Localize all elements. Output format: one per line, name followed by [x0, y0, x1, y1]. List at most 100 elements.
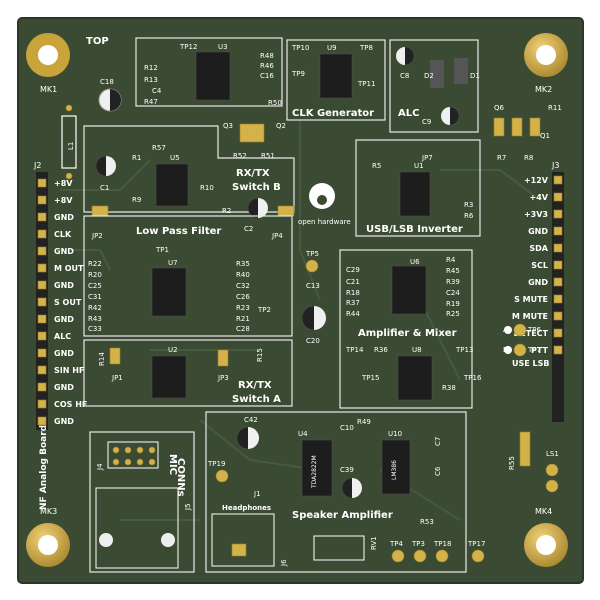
svg-text:R12: R12: [144, 64, 158, 72]
ref-j2: J2: [33, 161, 41, 170]
svg-text:C2: C2: [244, 225, 253, 233]
svg-text:R20: R20: [88, 271, 102, 279]
ref-mk2: MK2: [535, 85, 552, 94]
ic-u6: U6 C29 C21 R18 R37 R44 R4 R45 R39 C24 R1…: [346, 256, 460, 339]
ic-u5: R57 U5 R1 C1 R9 R10 R2 C2 RX/TX Switch B: [96, 144, 281, 233]
svg-text:U3: U3: [218, 43, 228, 51]
svg-text:R55: R55: [508, 456, 516, 470]
j2-pin-pad: [37, 297, 47, 307]
svg-text:Q1: Q1: [540, 132, 550, 140]
j2-pin-pad: [37, 331, 47, 341]
svg-text:TP9: TP9: [291, 70, 305, 78]
j3-pin-pad: [553, 209, 563, 219]
svg-text:R39: R39: [446, 278, 460, 286]
svg-text:R53: R53: [420, 518, 434, 526]
block-label-rxtx-a-1: RX/TX: [238, 380, 272, 391]
svg-text:R42: R42: [88, 304, 102, 312]
clk-block-outline: [286, 39, 386, 121]
svg-text:R45: R45: [446, 267, 460, 275]
j2-pin-pad: [37, 263, 47, 273]
j3-pin-pad: [553, 311, 563, 321]
svg-text:R5: R5: [372, 162, 381, 170]
j2-pin-pad: [37, 212, 47, 222]
svg-text:TP15: TP15: [361, 374, 379, 382]
oshw-logo: open hardware: [298, 183, 351, 226]
svg-text:C10: C10: [340, 424, 354, 432]
bottom-testpoints: TP4 TP3 TP18 TP17: [389, 540, 485, 563]
j2-pin-pad: [37, 382, 47, 392]
svg-text:L1: L1: [67, 142, 75, 150]
connector-j5: J5: [95, 487, 192, 569]
svg-text:JP7: JP7: [421, 154, 433, 162]
mounting-hole-mk2: MK2: [524, 33, 568, 94]
alc-block-outline: [389, 39, 479, 133]
j2-pin-label: GND: [54, 417, 74, 426]
j2-pin-label: +8V: [54, 179, 73, 188]
svg-text:C20: C20: [306, 337, 320, 345]
svg-text:R15: R15: [256, 348, 264, 362]
center-caps: TP5 C13 C20: [302, 250, 326, 345]
j2-pin-label: SIN HF: [54, 366, 84, 375]
svg-text:R23: R23: [236, 304, 250, 312]
svg-text:R25: R25: [446, 310, 460, 318]
j3-pin-pad: [553, 243, 563, 253]
svg-text:R8: R8: [524, 154, 533, 162]
ref-mk4: MK4: [535, 507, 552, 516]
svg-text:R9: R9: [132, 196, 141, 204]
j2-pin-pad: [37, 178, 47, 188]
svg-text:C31: C31: [88, 293, 102, 301]
svg-text:TP1: TP1: [155, 246, 169, 254]
svg-text:C42: C42: [244, 416, 258, 424]
svg-text:C8: C8: [400, 72, 409, 80]
svg-text:TP11: TP11: [357, 80, 375, 88]
speaker-output: R55 LS1: [508, 431, 559, 493]
mic-block-outline: [89, 431, 195, 573]
svg-text:R36: R36: [374, 346, 388, 354]
pcb-substrate: [17, 17, 584, 584]
svg-text:R1: R1: [132, 154, 141, 162]
j3-pin-pad: [553, 328, 563, 338]
svg-text:R6: R6: [464, 212, 474, 220]
svg-text:TP16: TP16: [463, 374, 482, 382]
svg-text:C6: C6: [434, 466, 442, 476]
j2-pin-pad: [37, 314, 47, 324]
svg-text:JP1: JP1: [111, 374, 123, 382]
svg-text:TP8: TP8: [359, 44, 373, 52]
use-lsb-label: USE LSB: [512, 359, 549, 368]
svg-text:R51: R51: [261, 152, 275, 160]
svg-text:R50: R50: [268, 99, 282, 107]
svg-text:TP12: TP12: [179, 43, 197, 51]
ref-mk3: MK3: [40, 507, 57, 516]
rxtx-a-outline: [83, 339, 293, 407]
ic-u7: Low Pass Filter TP1 U7 R22 R20 C25 C31 R…: [88, 226, 271, 333]
j2-pin-pad: [37, 399, 47, 409]
svg-text:U5: U5: [170, 154, 180, 162]
svg-text:R4: R4: [446, 256, 456, 264]
svg-text:TP2: TP2: [257, 306, 271, 314]
svg-text:A: A: [503, 326, 508, 334]
svg-text:C21: C21: [346, 278, 360, 286]
svg-text:R35: R35: [236, 260, 250, 268]
j2-pin-label: GND: [54, 247, 74, 256]
svg-text:U2: U2: [168, 346, 178, 354]
j2-pin-label: S OUT: [54, 298, 82, 307]
usb-lsb-outline: [355, 139, 481, 237]
oshw-label: open hardware: [298, 218, 351, 226]
block-label-alc: ALC: [398, 108, 419, 119]
svg-text:LS1: LS1: [546, 450, 559, 458]
j2-pin-pad: [37, 348, 47, 358]
block-label-mic-2: CONNs: [175, 458, 186, 497]
j3-pin-pad: [553, 294, 563, 304]
traces: [60, 120, 541, 521]
svg-text:U9: U9: [327, 44, 337, 52]
svg-text:TP10: TP10: [291, 44, 309, 52]
alc-circuit: C8 D2 D1 ALC C9: [396, 47, 480, 126]
u3-block-outline: [135, 37, 283, 107]
j3-pin-pad: [553, 260, 563, 270]
j3-pin-label: SDA: [529, 244, 548, 253]
j2-pin-label: GND: [54, 383, 74, 392]
svg-text:R3: R3: [464, 201, 473, 209]
block-label-mic-1: MIC: [167, 454, 178, 475]
j3-pin-label: +12V: [524, 176, 549, 185]
svg-text:J4: J4: [96, 463, 104, 471]
